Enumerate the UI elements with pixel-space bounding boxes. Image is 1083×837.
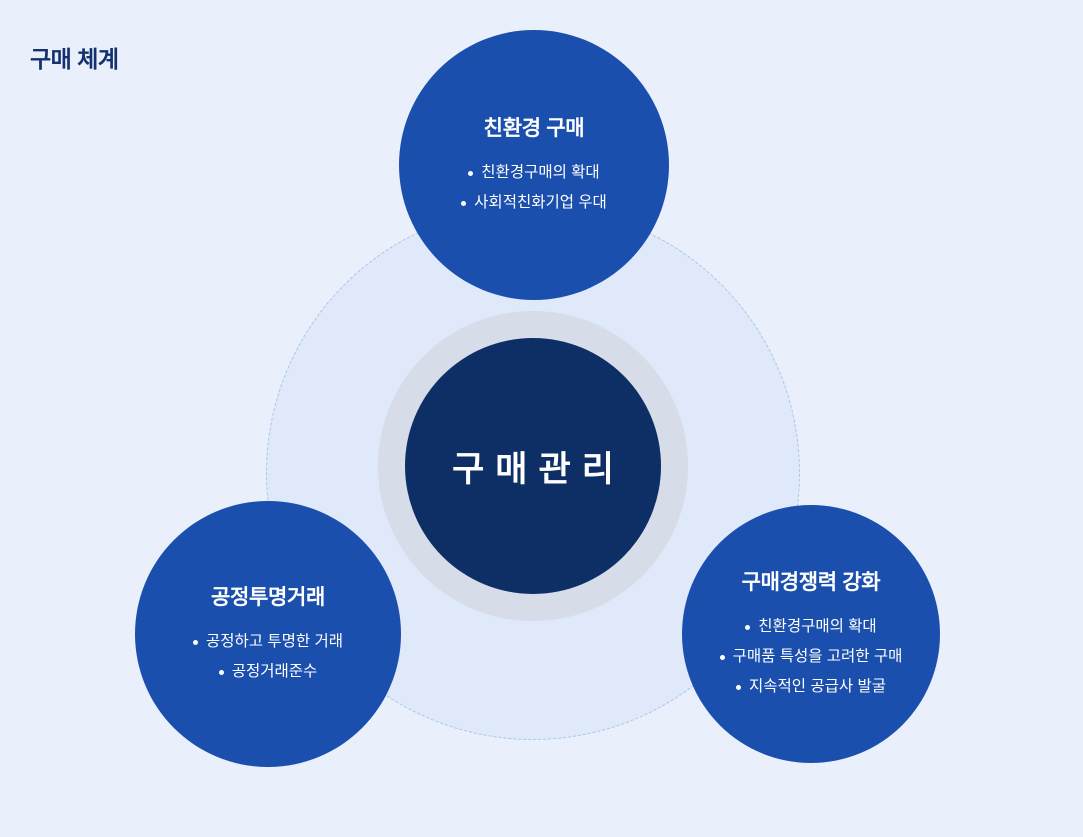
bullet-list: 친환경구매의 확대 구매품 특성을 고려한 구매 지속적인 공급사 발굴	[719, 612, 902, 702]
page-title: 구매 체계	[30, 46, 119, 72]
bullet-item: 공정하고 투명한 거래	[193, 627, 343, 657]
bullet-item: 공정거래준수	[218, 657, 317, 687]
satellite-title: 친환경 구매	[483, 117, 585, 140]
satellite-purchasing-competitiveness: 구매경쟁력 강화 친환경구매의 확대 구매품 특성을 고려한 구매 지속적인 공…	[682, 505, 940, 763]
center-label: 구매관리	[452, 449, 625, 489]
bullet-item: 지속적인 공급사 발굴	[736, 672, 886, 702]
satellite-eco-purchase: 친환경 구매 친환경구매의 확대 사회적친화기업 우대	[399, 30, 669, 300]
bullet-item: 친환경구매의 확대	[745, 612, 877, 642]
center-circle-purchase-management: 구매관리	[405, 338, 661, 594]
bullet-item: 친환경구매의 확대	[468, 158, 600, 188]
satellite-fair-transparent-trade: 공정투명거래 공정하고 투명한 거래 공정거래준수	[135, 501, 401, 767]
satellite-title: 공정투명거래	[210, 586, 326, 609]
bullet-list: 공정하고 투명한 거래 공정거래준수	[193, 627, 343, 687]
bullet-list: 친환경구매의 확대 사회적친화기업 우대	[461, 158, 607, 218]
satellite-title: 구매경쟁력 강화	[741, 571, 881, 594]
bullet-item: 사회적친화기업 우대	[461, 188, 607, 218]
bullet-item: 구매품 특성을 고려한 구매	[719, 642, 902, 672]
